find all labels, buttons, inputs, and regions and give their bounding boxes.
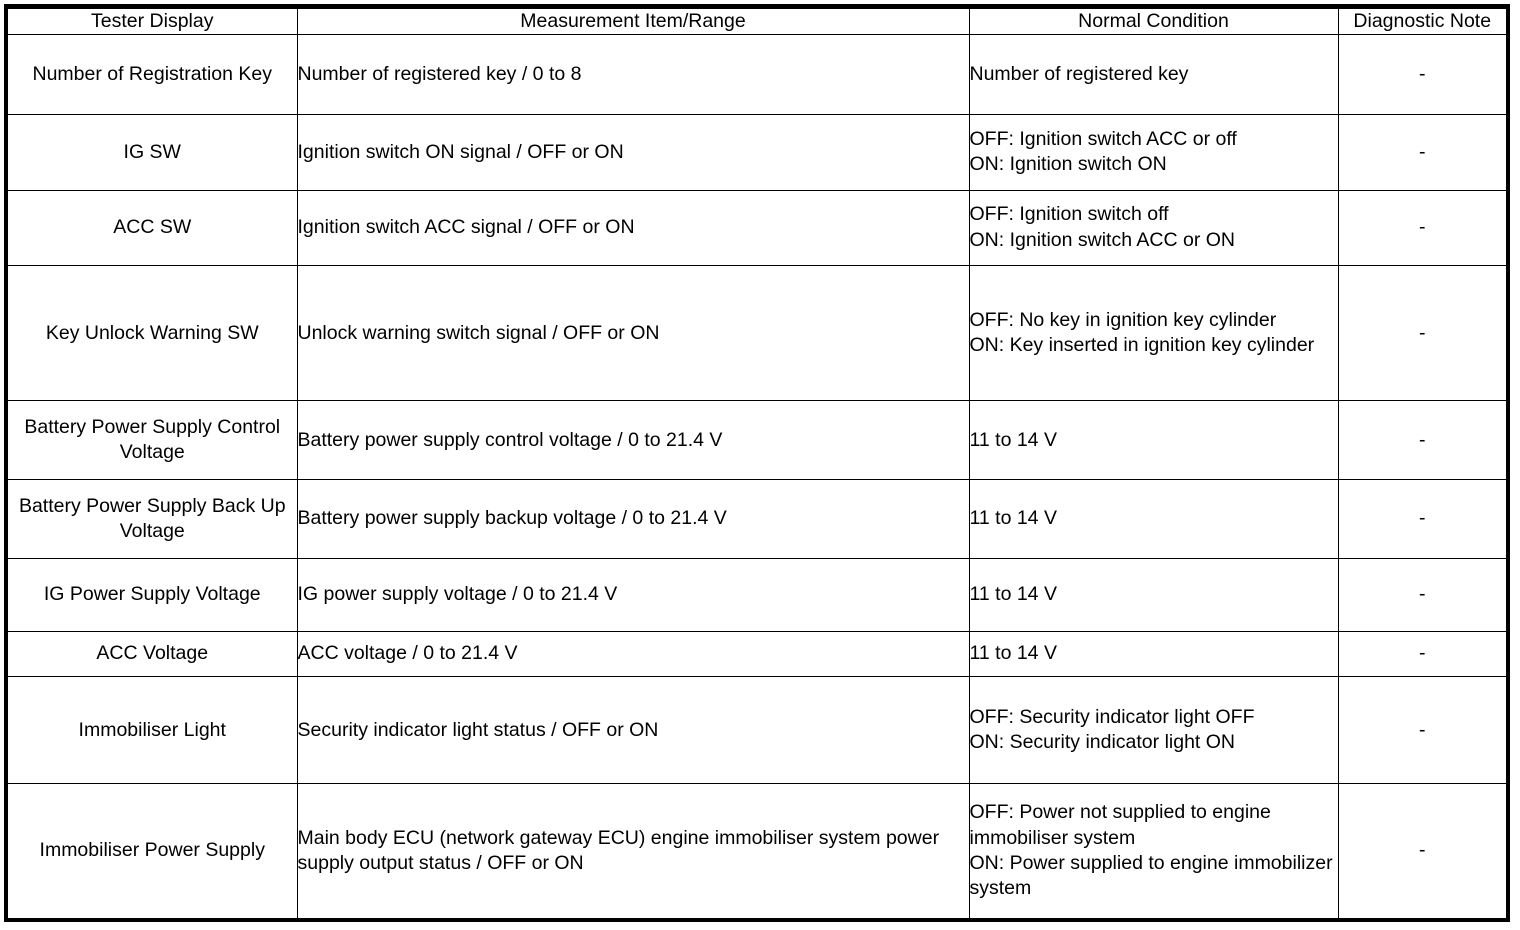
cell-tester-display: Battery Power Supply Control Voltage — [8, 400, 298, 481]
table-row: Immobiliser Power Supply Main body ECU (… — [8, 783, 1506, 918]
table-body: Number of Registration Key Number of reg… — [8, 34, 1506, 918]
cell-diagnostic-note: - — [1337, 783, 1506, 918]
column-header-diagnostic-note: Diagnostic Note — [1337, 7, 1506, 36]
data-parameter-table: Tester Display Measurement Item/Range No… — [8, 7, 1506, 918]
table-row: Key Unlock Warning SW Unlock warning swi… — [8, 265, 1506, 402]
cell-measurement: Main body ECU (network gateway ECU) engi… — [296, 783, 970, 918]
cell-diagnostic-note: - — [1337, 34, 1506, 116]
cell-tester-display: Key Unlock Warning SW — [8, 265, 298, 402]
cell-normal-condition: 11 to 14 V — [968, 479, 1339, 559]
cell-tester-display: Battery Power Supply Back Up Voltage — [8, 479, 298, 559]
cell-normal-condition: OFF: No key in ignition key cylinder ON:… — [968, 265, 1339, 402]
cell-diagnostic-note: - — [1337, 479, 1506, 559]
cell-diagnostic-note: - — [1337, 265, 1506, 402]
cell-normal-condition: Number of registered key — [968, 34, 1339, 116]
cell-normal-condition: OFF: Power not supplied to engine immobi… — [968, 783, 1339, 918]
column-header-tester-display: Tester Display — [8, 7, 298, 36]
cell-diagnostic-note: - — [1337, 631, 1506, 678]
table-row: Battery Power Supply Control Voltage Bat… — [8, 400, 1506, 481]
table-row: ACC SW Ignition switch ACC signal / OFF … — [8, 189, 1506, 267]
cell-measurement: Number of registered key / 0 to 8 — [296, 34, 970, 116]
table-row: Battery Power Supply Back Up Voltage Bat… — [8, 479, 1506, 559]
cell-measurement: IG power supply voltage / 0 to 21.4 V — [296, 557, 970, 633]
header-row: Tester Display Measurement Item/Range No… — [8, 7, 1506, 36]
cell-diagnostic-note: - — [1337, 400, 1506, 481]
cell-tester-display: Immobiliser Power Supply — [8, 783, 298, 918]
cell-tester-display: Number of Registration Key — [8, 34, 298, 116]
cell-measurement: Ignition switch ON signal / OFF or ON — [296, 114, 970, 191]
cell-normal-condition: 11 to 14 V — [968, 557, 1339, 633]
cell-measurement: ACC voltage / 0 to 21.4 V — [296, 631, 970, 678]
cell-diagnostic-note: - — [1337, 189, 1506, 267]
cell-measurement: Unlock warning switch signal / OFF or ON — [296, 265, 970, 402]
cell-normal-condition: OFF: Ignition switch ACC or off ON: Igni… — [968, 114, 1339, 191]
cell-diagnostic-note: - — [1337, 114, 1506, 191]
cell-measurement: Ignition switch ACC signal / OFF or ON — [296, 189, 970, 267]
cell-tester-display: IG Power Supply Voltage — [8, 557, 298, 633]
column-header-normal-condition: Normal Condition — [968, 7, 1339, 36]
table-row: IG SW Ignition switch ON signal / OFF or… — [8, 114, 1506, 191]
cell-diagnostic-note: - — [1337, 676, 1506, 785]
table-row: IG Power Supply Voltage IG power supply … — [8, 557, 1506, 633]
cell-tester-display: ACC Voltage — [8, 631, 298, 678]
cell-tester-display: ACC SW — [8, 189, 298, 267]
table-header: Tester Display Measurement Item/Range No… — [8, 7, 1506, 36]
cell-normal-condition: OFF: Ignition switch off ON: Ignition sw… — [968, 189, 1339, 267]
cell-diagnostic-note: - — [1337, 557, 1506, 633]
cell-normal-condition: OFF: Security indicator light OFF ON: Se… — [968, 676, 1339, 785]
table-row: Number of Registration Key Number of reg… — [8, 34, 1506, 116]
cell-tester-display: Immobiliser Light — [8, 676, 298, 785]
table-row: ACC Voltage ACC voltage / 0 to 21.4 V 11… — [8, 631, 1506, 678]
column-header-measurement-item-range: Measurement Item/Range — [296, 7, 970, 36]
cell-measurement: Battery power supply control voltage / 0… — [296, 400, 970, 481]
cell-tester-display: IG SW — [8, 114, 298, 191]
cell-measurement: Battery power supply backup voltage / 0 … — [296, 479, 970, 559]
cell-normal-condition: 11 to 14 V — [968, 631, 1339, 678]
spec-table-container: Tester Display Measurement Item/Range No… — [4, 4, 1510, 922]
table-row: Immobiliser Light Security indicator lig… — [8, 676, 1506, 785]
cell-measurement: Security indicator light status / OFF or… — [296, 676, 970, 785]
cell-normal-condition: 11 to 14 V — [968, 400, 1339, 481]
